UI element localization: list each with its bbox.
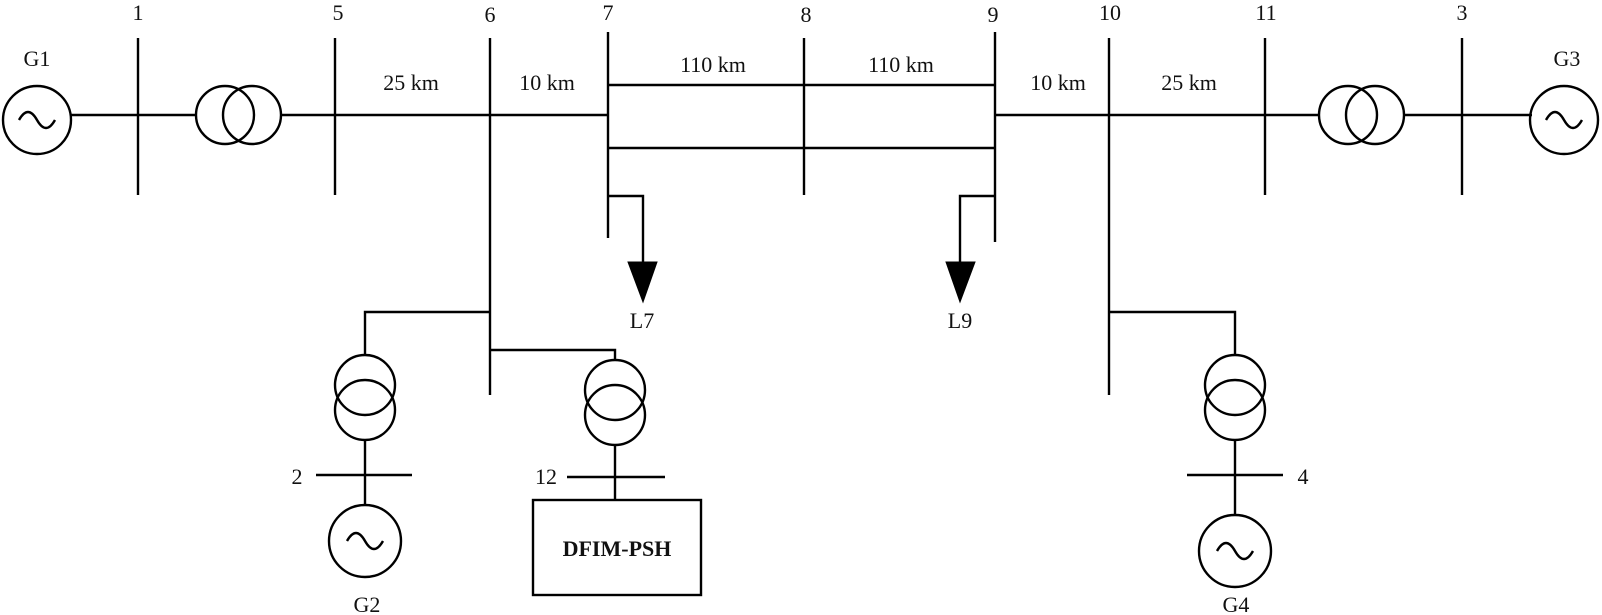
dfim-psh-box [531, 498, 703, 597]
line-6-7-length: 10 km [519, 70, 575, 95]
line-10-11-length: 25 km [1161, 70, 1217, 95]
dfim-psh-branch [490, 348, 703, 597]
generator-g3-label: G3 [1554, 46, 1581, 71]
transformer-t1 [194, 84, 283, 146]
g4-branch [1109, 310, 1283, 589]
generator-g3 [1528, 84, 1600, 156]
line-7-8-length: 110 km [680, 52, 746, 77]
line-5-6-length: 25 km [383, 70, 439, 95]
g2-branch [316, 310, 490, 579]
load-l9 [945, 194, 995, 304]
bus-6-label: 6 [485, 2, 496, 27]
line-8-9-length: 110 km [868, 52, 934, 77]
bus-10-label: 10 [1099, 0, 1121, 25]
bus-5-label: 5 [333, 0, 344, 25]
generator-g1-label: G1 [24, 46, 51, 71]
generator-g4-label: G4 [1223, 592, 1250, 615]
bus-4-label: 4 [1298, 464, 1309, 489]
bus-7-label: 7 [603, 0, 614, 25]
bus-9-label: 9 [988, 2, 999, 27]
generator-g1 [1, 84, 73, 156]
bus-1-label: 1 [133, 0, 144, 25]
bus-11-label: 11 [1255, 0, 1276, 25]
bus-2-label: 2 [292, 464, 303, 489]
load-l7 [608, 194, 658, 304]
dfim-psh-label: DFIM-PSH [563, 536, 672, 561]
bus-8-label: 8 [801, 2, 812, 27]
generator-g4 [1197, 513, 1273, 589]
load-l9-label: L9 [948, 308, 972, 333]
bus-3-label: 3 [1457, 0, 1468, 25]
generator-g2-label: G2 [354, 592, 381, 615]
bus-12-label: 12 [535, 464, 557, 489]
transformer-t3 [1317, 84, 1406, 146]
generator-g2 [327, 503, 403, 579]
load-l7-label: L7 [630, 308, 654, 333]
line-9-10-length: 10 km [1030, 70, 1086, 95]
double-circuit-line [608, 83, 995, 150]
